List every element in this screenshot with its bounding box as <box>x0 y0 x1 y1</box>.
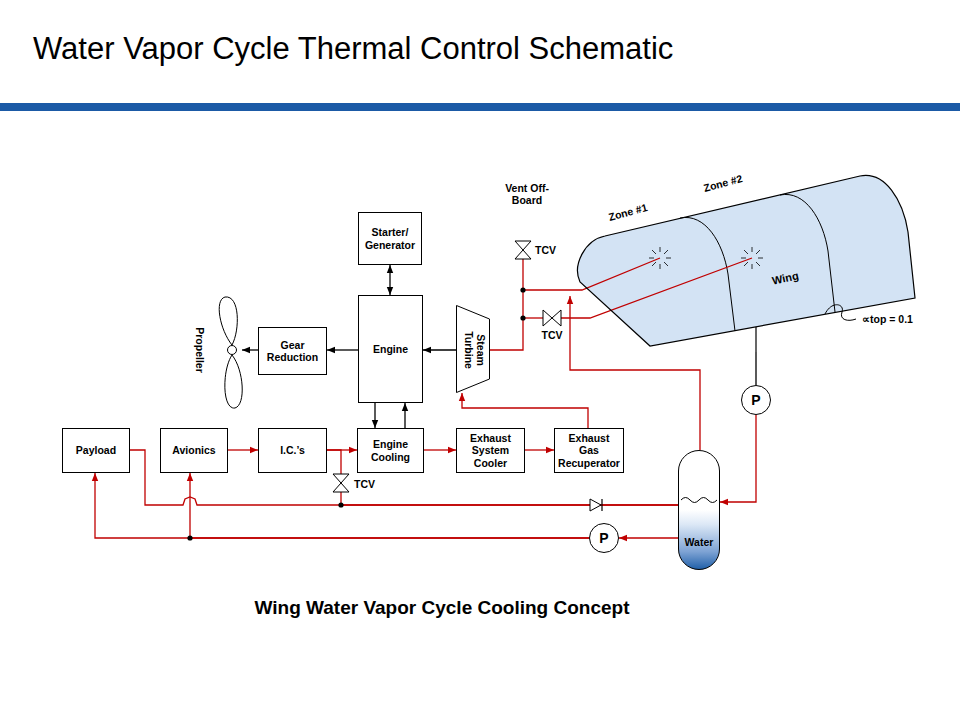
part-label: Zone #1 <box>607 201 648 223</box>
water-surface <box>681 498 717 503</box>
valve-symbol <box>515 241 531 250</box>
valve-symbol <box>543 310 552 326</box>
node-label: Engine Cooling <box>358 438 423 462</box>
flow-line <box>755 352 756 385</box>
steam-line <box>561 258 752 318</box>
pump-symbol: P <box>741 385 771 415</box>
propeller-blade <box>219 297 242 408</box>
process-box: Starter/ Generator <box>358 212 422 265</box>
node-label: Avionics <box>169 444 218 456</box>
tank-outline <box>679 451 720 570</box>
water-tank: Water <box>678 450 720 570</box>
process-box: Engine Cooling <box>357 428 424 473</box>
flow-line <box>242 349 258 350</box>
process-box: Exhaust System Cooler <box>456 428 525 473</box>
flow-line <box>462 393 588 428</box>
junction-dot <box>187 535 192 540</box>
spray-nozzle <box>741 247 763 269</box>
flow-line <box>525 449 554 450</box>
node-label: Payload <box>73 444 119 456</box>
flow-line <box>619 537 678 538</box>
node-label: Water <box>685 536 714 548</box>
caption: Wing Water Vapor Cycle Cooling Concept <box>255 597 630 620</box>
turbine-outline <box>457 306 490 393</box>
node-label: Exhaust System Cooler <box>457 432 524 468</box>
propeller-symbol: Propeller <box>222 295 242 410</box>
flow-line <box>490 290 570 350</box>
check-valve <box>601 499 602 511</box>
flow-line <box>389 265 390 295</box>
wing-outline <box>578 175 915 346</box>
node-label: Propeller <box>194 327 206 373</box>
process-box: Engine <box>358 295 423 403</box>
part-label: ∝top = 0.1 <box>862 313 913 325</box>
propeller-hub <box>228 346 237 355</box>
steam-line <box>523 317 543 318</box>
flow-line <box>424 449 456 450</box>
node-label: Engine <box>370 343 411 355</box>
part-label: TCV <box>542 329 563 341</box>
drain-line <box>755 327 756 352</box>
part-label: TCV <box>535 244 556 256</box>
node-label: Wing <box>771 269 800 287</box>
vent-line <box>522 259 523 290</box>
shape-outline <box>222 295 242 410</box>
slide-title: Water Vapor Cycle Thermal Control Schema… <box>33 31 673 67</box>
shape-outline <box>678 450 720 570</box>
spray-nozzle <box>649 247 671 269</box>
part-label: TCV <box>354 478 375 490</box>
part-label: Vent Off-Board <box>495 182 559 206</box>
flow-line <box>404 403 405 428</box>
flow-line <box>327 349 358 350</box>
process-box: Avionics <box>160 428 228 473</box>
valve-symbol <box>333 483 349 492</box>
title-bar <box>0 103 960 111</box>
node-label: P <box>599 530 608 546</box>
node-label: I.C.’s <box>277 444 308 456</box>
zone-divider <box>780 194 835 312</box>
pump-outline <box>742 386 771 415</box>
node-label: Exhaust Gas Recuperator <box>555 432 623 468</box>
node-label: Starter/ Generator <box>359 226 421 250</box>
flow-line <box>374 403 375 428</box>
junction-dot <box>520 315 525 320</box>
leader-line <box>825 305 856 321</box>
flow-line <box>228 449 258 450</box>
pump-outline <box>590 524 619 553</box>
process-box: Gear Reduction <box>258 327 327 375</box>
valve-symbol <box>515 250 531 259</box>
junction-dot <box>338 502 343 507</box>
node-label: Steam Turbine <box>463 327 487 373</box>
flow-line <box>423 349 456 350</box>
turbine-symbol: Steam Turbine <box>456 305 490 393</box>
node-label: Gear Reduction <box>259 339 326 363</box>
process-box: Payload <box>62 428 130 473</box>
node-label: P <box>751 392 760 408</box>
flow-line <box>720 415 756 502</box>
part-label: Zone #2 <box>702 172 743 194</box>
valve-symbol <box>552 310 561 326</box>
valve-symbol <box>333 474 349 483</box>
junction-dot <box>520 287 525 292</box>
pump-symbol: P <box>589 523 619 553</box>
check-valve <box>590 499 601 511</box>
process-box: I.C.’s <box>258 428 327 473</box>
process-box: Exhaust Gas Recuperator <box>554 428 624 473</box>
